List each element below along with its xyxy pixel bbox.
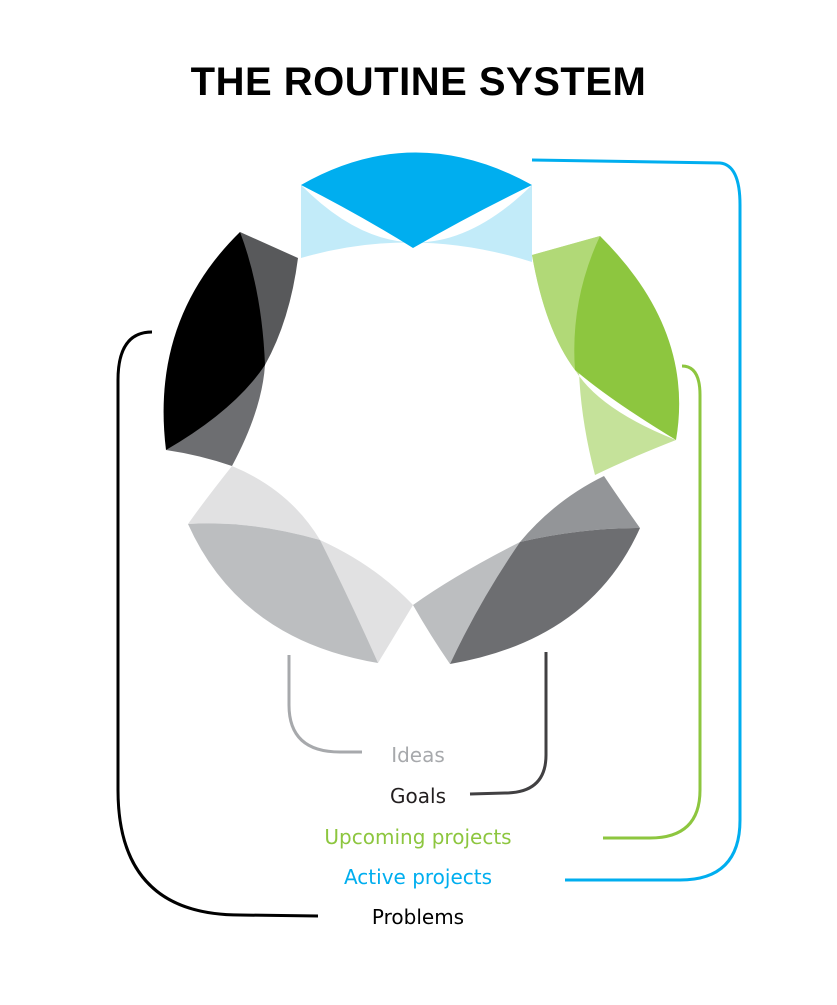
segment-goals-lens — [450, 528, 640, 664]
segment-problems-lens — [163, 232, 265, 450]
connector-ideas — [287, 655, 362, 754]
segment-problems-charcoal — [240, 232, 298, 365]
connector-problems — [116, 330, 319, 918]
label-problems: Problems — [372, 905, 464, 929]
segment-upcoming-lens — [574, 236, 680, 440]
connector-goals — [469, 652, 548, 796]
connector-upcoming — [603, 364, 702, 840]
segment-active-projects — [301, 152, 532, 262]
segment-ideas — [188, 466, 413, 663]
segment-goals — [413, 476, 640, 664]
page-title: THE ROUTINE SYSTEM — [190, 60, 647, 104]
segment-ideas-pale — [188, 466, 320, 540]
segment-upcoming-projects — [532, 236, 680, 475]
segment-ideas-pale-right — [320, 540, 413, 663]
label-goals: Goals — [390, 784, 446, 808]
segment-goals-light — [413, 542, 520, 664]
segment-problems — [163, 232, 298, 466]
label-upcoming-projects: Upcoming projects — [324, 825, 511, 849]
label-active-projects: Active projects — [344, 865, 492, 889]
label-ideas: Ideas — [391, 743, 445, 767]
segment-goals-mid — [520, 476, 640, 542]
connector-active — [531, 158, 742, 882]
segment-active-lens — [301, 152, 532, 248]
segment-upcoming-mid — [532, 236, 600, 370]
segment-active-light — [301, 185, 532, 262]
segment-ideas-lens — [188, 523, 378, 663]
